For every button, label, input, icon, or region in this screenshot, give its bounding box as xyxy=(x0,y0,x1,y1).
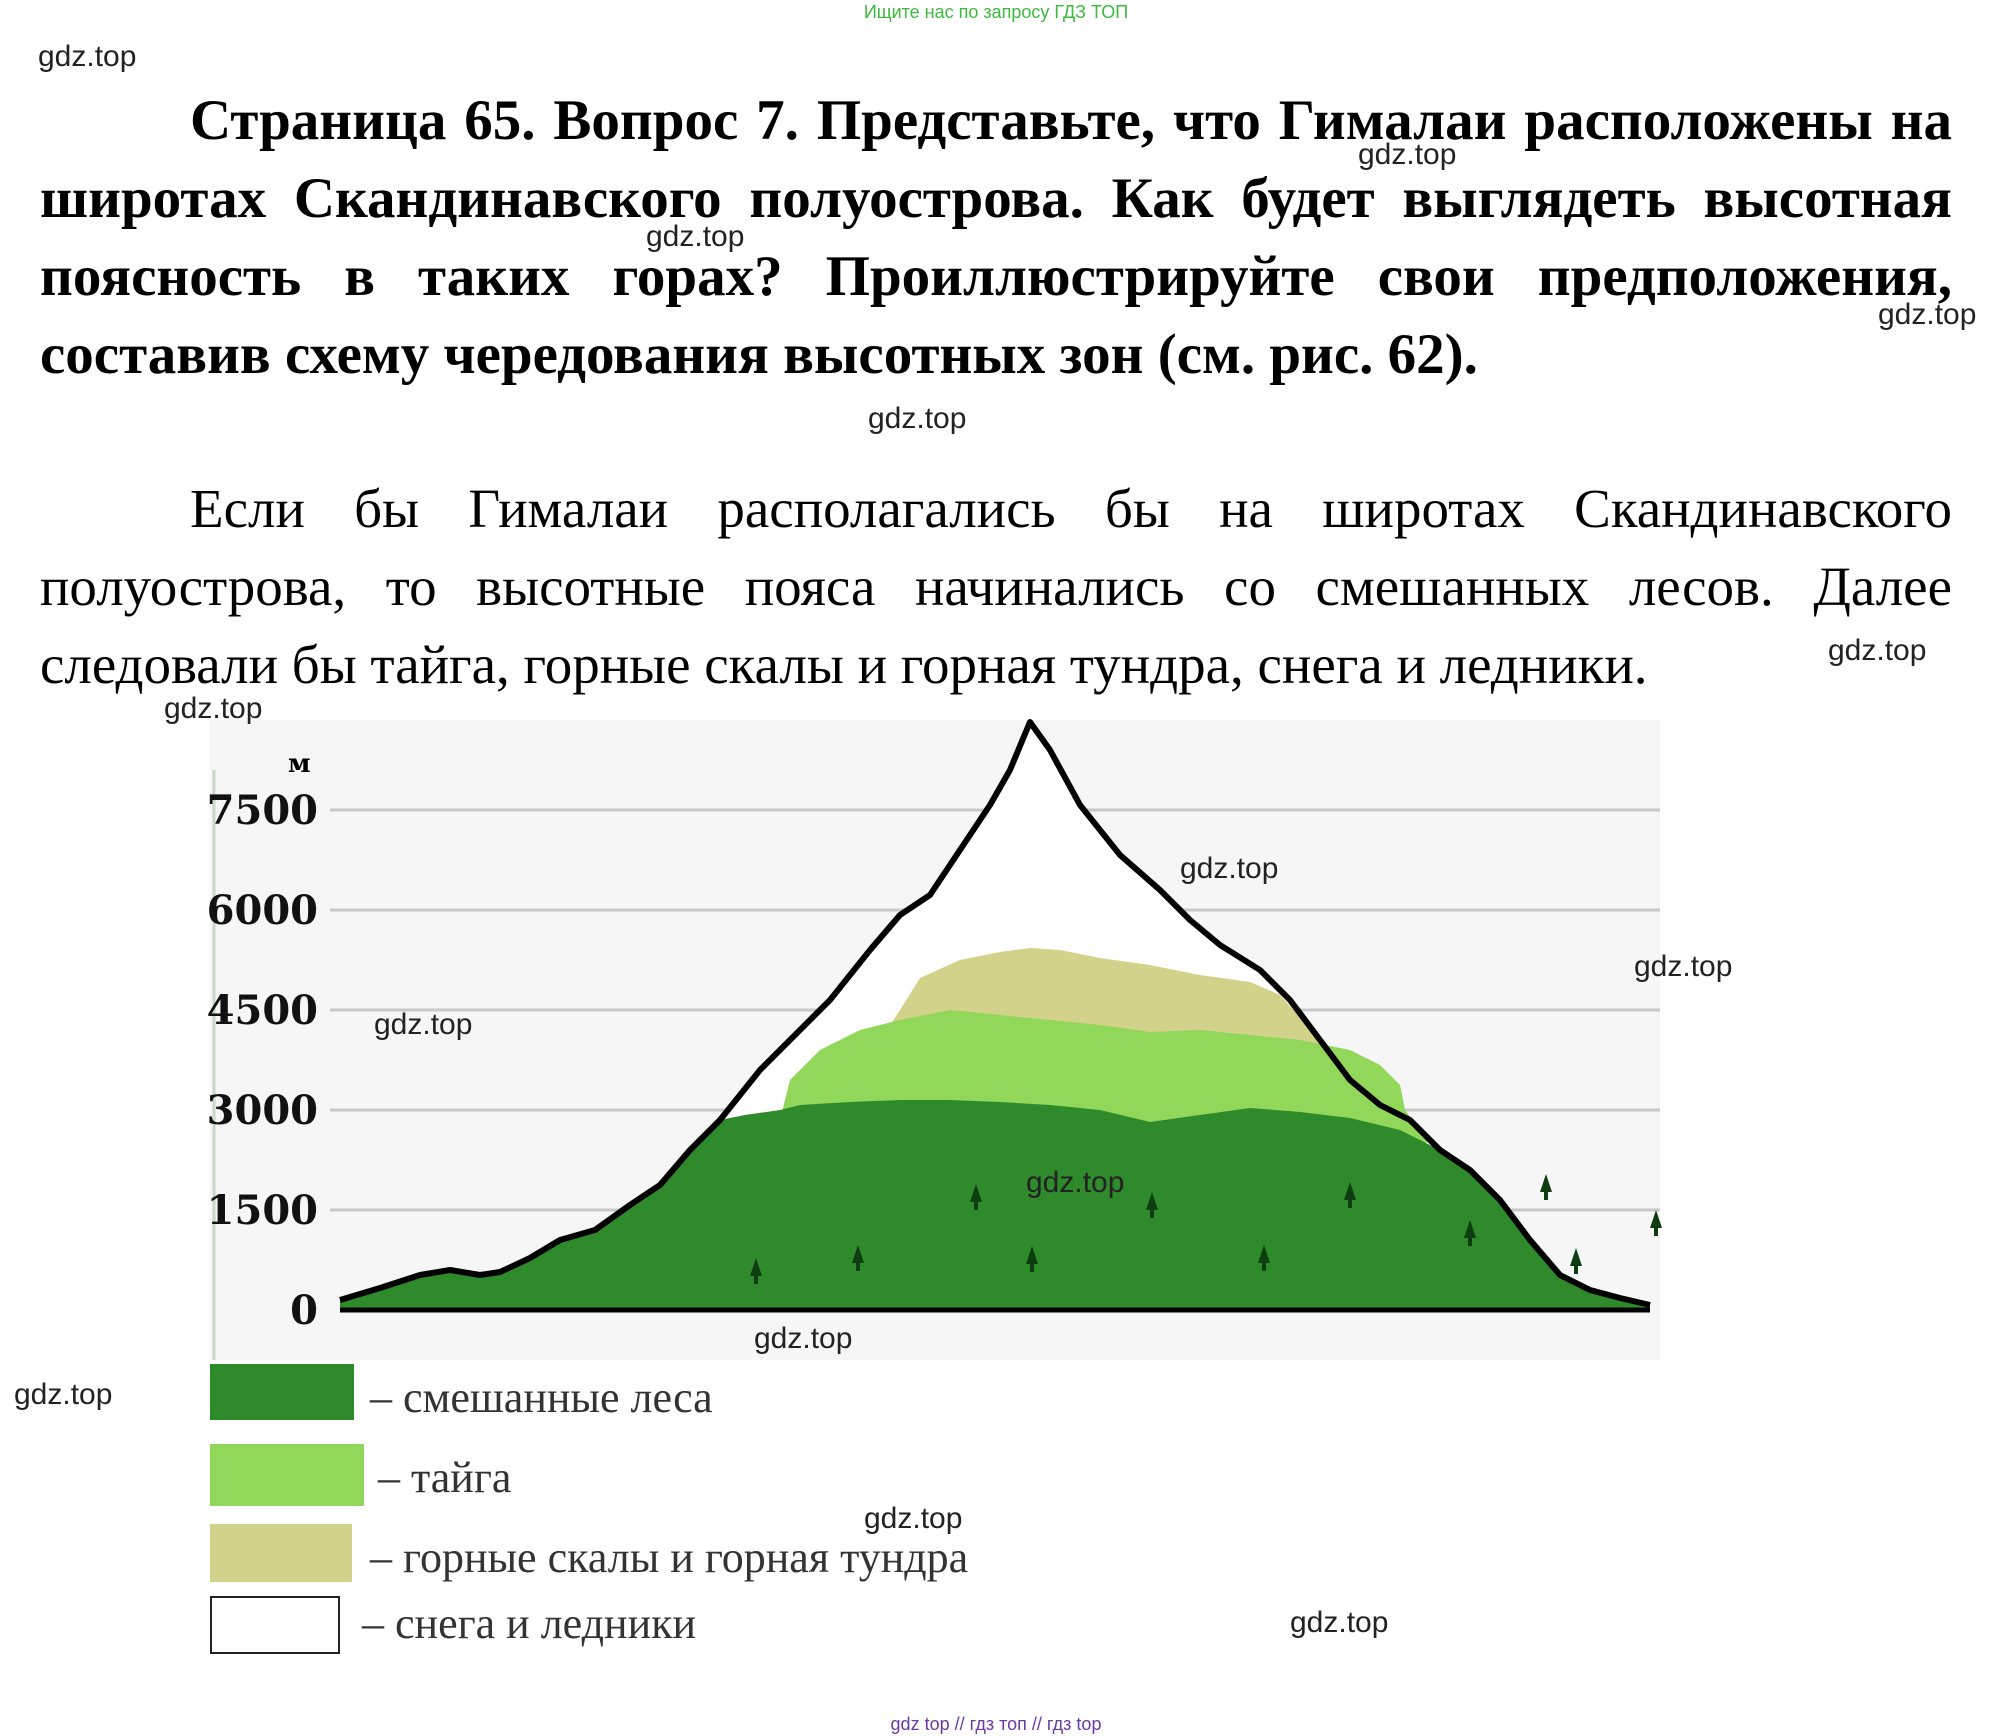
tree-icon xyxy=(970,1184,982,1210)
bottom-footer-note: gdz top // гдз топ // гдз top xyxy=(890,1714,1102,1734)
watermark: gdz.top xyxy=(1828,634,1927,667)
watermark: gdz.top xyxy=(646,220,745,253)
y-tick-label: 0 xyxy=(290,1287,318,1334)
diagram-svg: 7500 6000 4500 3000 1500 0 м xyxy=(207,719,1662,1360)
tree-icon xyxy=(1146,1192,1158,1218)
legend-swatch-snow xyxy=(210,1596,340,1654)
y-tick-labels: 7500 6000 4500 3000 1500 0 xyxy=(207,787,318,1334)
legend-label-tundra: – горные скалы и горная тундра xyxy=(370,1533,969,1582)
tree-icon xyxy=(852,1245,864,1271)
tree-icon xyxy=(1540,1174,1552,1200)
unit-label: м xyxy=(288,749,311,779)
answer-text: Если бы Гималаи располагались бы на широ… xyxy=(40,478,1952,695)
y-tick-label: 1500 xyxy=(207,1187,318,1234)
tree-icon xyxy=(1570,1248,1582,1274)
mountain-outline xyxy=(339,719,1651,1308)
question-text: Страница 65. Вопрос 7. Представьте, что … xyxy=(40,89,1952,386)
legend-label-mixed-forest: – смешанные леса xyxy=(370,1373,713,1422)
watermark: gdz.top xyxy=(374,1008,473,1041)
watermark: gdz.top xyxy=(1634,950,1733,983)
watermark: gdz.top xyxy=(1878,298,1977,331)
watermark: gdz.top xyxy=(38,40,137,73)
y-tick-label: 3000 xyxy=(207,1087,318,1134)
watermark: gdz.top xyxy=(1180,852,1279,885)
legend-label-snow: – снега и ледники xyxy=(362,1599,697,1648)
tree-icon xyxy=(1464,1220,1476,1246)
y-tick-label: 7500 xyxy=(207,787,318,834)
mixed-forest-zone xyxy=(340,1100,1650,1310)
altitude-zonation-diagram: 7500 6000 4500 3000 1500 0 м xyxy=(200,710,1670,1360)
legend-swatch-taiga xyxy=(210,1444,364,1506)
y-tick-label: 4500 xyxy=(207,987,318,1034)
tree-markers xyxy=(750,1174,1662,1284)
legend-swatch-mixed-forest xyxy=(210,1364,354,1420)
watermark: gdz.top xyxy=(864,1502,963,1535)
watermark: gdz.top xyxy=(1290,1606,1389,1639)
tree-icon xyxy=(750,1258,762,1284)
watermark: gdz.top xyxy=(1026,1166,1125,1199)
legend: – смешанные леса – тайга – горные скалы … xyxy=(210,1360,1210,1700)
tree-icon xyxy=(1650,1210,1662,1236)
watermark: gdz.top xyxy=(1358,138,1457,171)
tree-icon xyxy=(1026,1246,1038,1272)
watermark: gdz.top xyxy=(754,1322,853,1355)
top-search-note: Ищите нас по запросу ГДЗ ТОП xyxy=(863,2,1129,22)
legend-label-taiga: – тайга xyxy=(378,1453,512,1502)
watermark: gdz.top xyxy=(868,402,967,435)
legend-swatch-tundra xyxy=(210,1524,352,1582)
tree-icon xyxy=(1344,1182,1356,1208)
tree-icon xyxy=(1258,1245,1270,1271)
watermark: gdz.top xyxy=(14,1378,113,1411)
y-tick-label: 6000 xyxy=(207,887,318,934)
watermark: gdz.top xyxy=(164,692,263,725)
